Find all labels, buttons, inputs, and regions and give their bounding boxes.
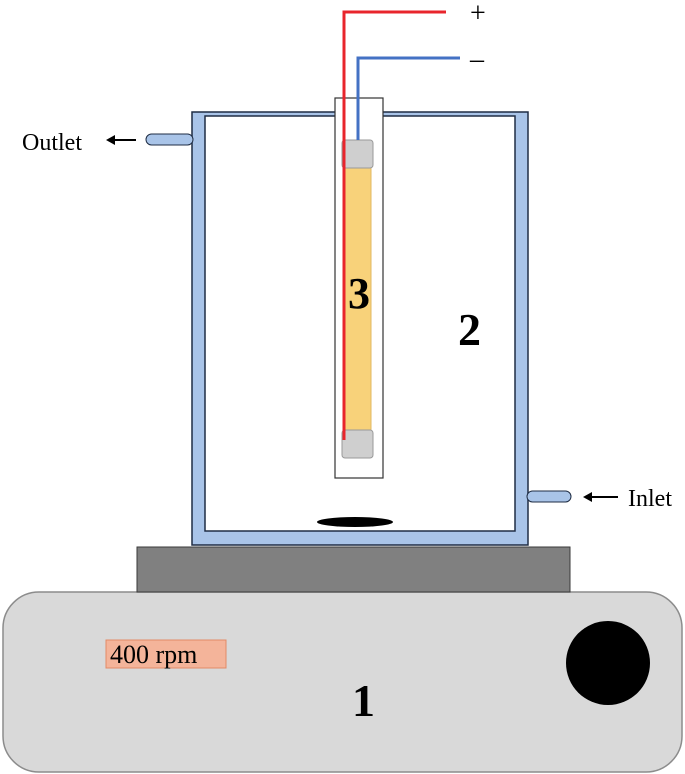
lamp-top-cap (341, 139, 374, 169)
speed-display-box (105, 639, 227, 669)
outlet-label: Outlet (22, 130, 82, 156)
negative-terminal-label: – (469, 44, 485, 75)
lamp-bottom-cap (341, 429, 374, 459)
stir-bar (317, 517, 393, 527)
vessel-number-label: 2 (458, 304, 481, 355)
outlet-arrow-icon (106, 135, 136, 145)
inlet-tube (526, 490, 572, 503)
speed-display-text: 400 rpm (110, 640, 197, 669)
positive-wire (342, 10, 446, 440)
stirrer-number-label: 1 (352, 675, 375, 726)
outlet-tube (145, 133, 194, 146)
lamp-number-label: 3 (348, 269, 370, 318)
positive-terminal-label: + (470, 0, 486, 29)
stirrer-hot-plate (136, 546, 571, 593)
negative-wire (356, 56, 460, 140)
inlet-label: Inlet (628, 486, 672, 512)
inlet-arrow-icon (583, 492, 618, 502)
stirrer-knob (566, 621, 650, 705)
